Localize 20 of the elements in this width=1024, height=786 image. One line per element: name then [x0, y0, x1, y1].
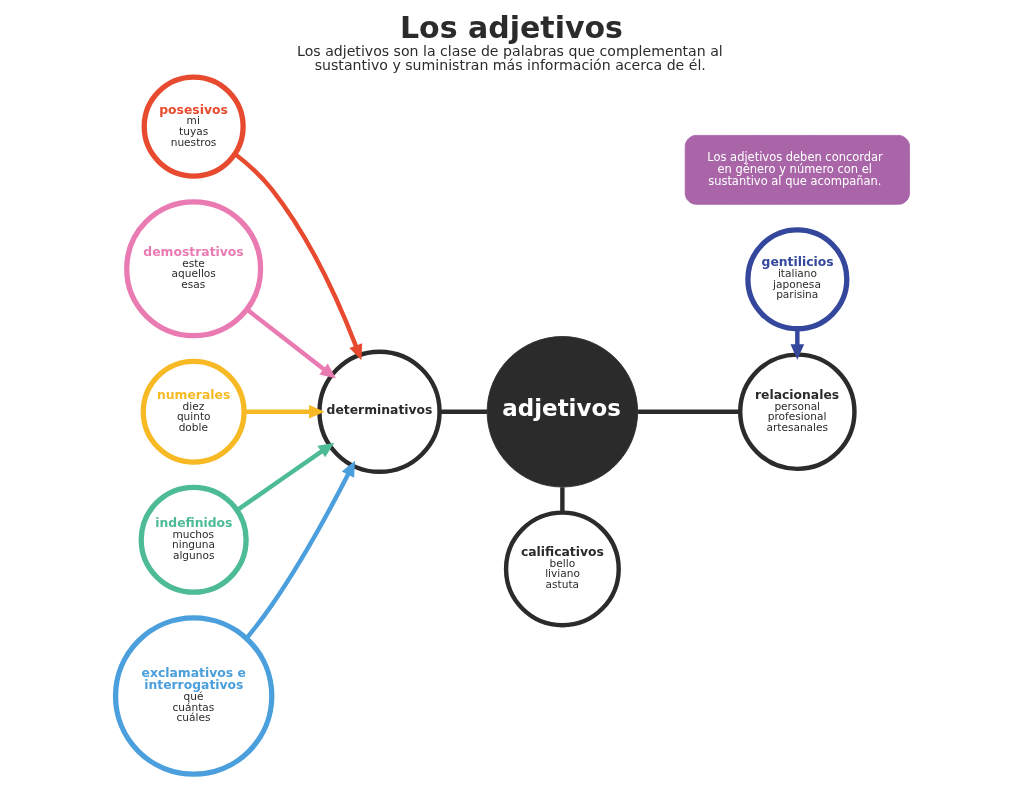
arrow — [235, 442, 334, 512]
node-circle: indefinidos muchos ninguna algunos — [138, 484, 249, 595]
connector — [559, 487, 565, 513]
arrow — [233, 152, 362, 361]
node-circle: posesivos mi tuyas nuestros — [141, 74, 246, 179]
node-circle: exclamativos e interrogativos qué cuántas cuáles — [112, 615, 274, 777]
diagram-title: Los adjetivos — [399, 10, 623, 46]
node-circle: numerales diez quinto doble — [140, 358, 247, 465]
node-circle: gentilicios italiano japonesa parisina — [744, 227, 849, 332]
connector — [439, 409, 487, 414]
node-circle: calificativos bello liviano astuta — [503, 510, 621, 628]
arrow — [243, 404, 325, 419]
node-circle: adjetivos — [486, 336, 638, 488]
arrow — [790, 328, 804, 360]
arrow — [244, 307, 336, 379]
node-box: Los adjetivos deben concordar en género y número con el sustantivo al que acompañan. — [684, 135, 910, 205]
node-circle: relacionales personal profesional artesanales — [737, 352, 857, 472]
node-circle: demostrativos este aquellos esas — [123, 199, 263, 339]
connector — [637, 409, 740, 414]
arrow — [244, 460, 355, 640]
